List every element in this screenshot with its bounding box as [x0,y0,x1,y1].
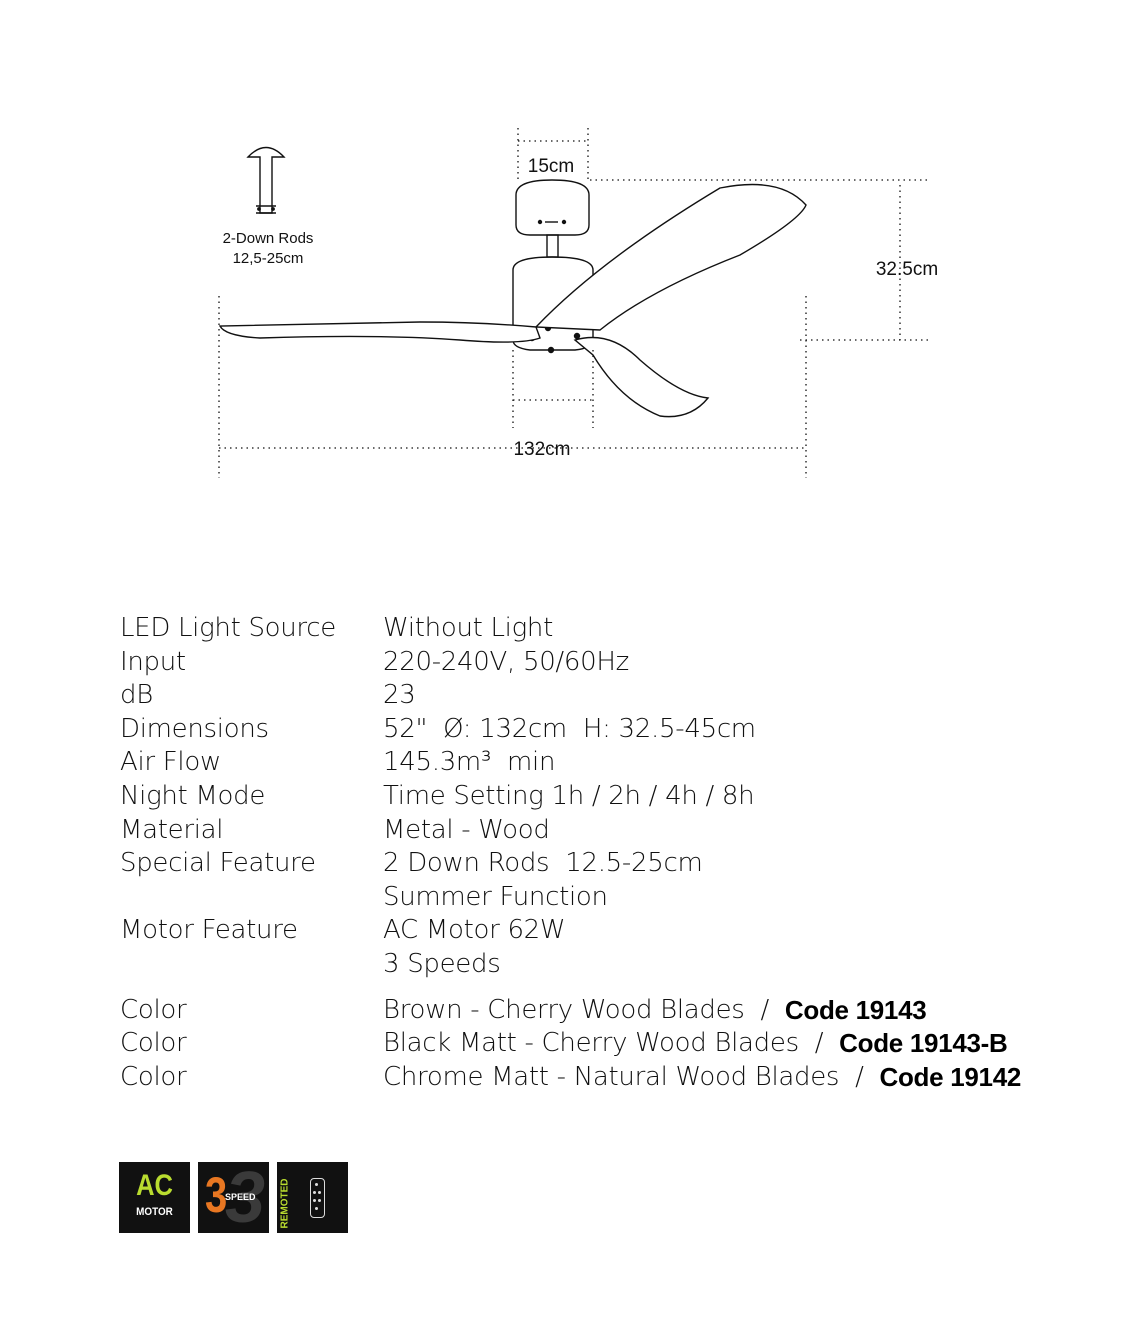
spec-value: 52" Ø: 132cm H: 32.5-45cm [383,713,756,744]
speed-badge-number: 3 [205,1167,228,1223]
spec-label [120,948,383,982]
spec-label: Dimensions [120,713,269,744]
down-rod-icon [246,146,286,214]
ac-motor-icon: AC MOTOR [119,1162,190,1233]
three-speed-icon: 3 3 SPEED [198,1158,269,1238]
spec-row: Dimensions 52" Ø: 132cm H: 32.5-45cm [120,713,1080,747]
spec-value: 2 Down Rods 12.5-25cm [383,848,703,879]
remote-control-icon: REMOTED [277,1162,348,1233]
canopy-width-label: 15cm [528,156,574,177]
spec-value: Summer Function [383,881,608,912]
color-code: Code 19142 [879,1061,1022,1092]
speed-badge-word: SPEED [225,1192,256,1202]
spec-value: 23 [383,680,416,711]
color-row: Color Brown - Cherry Wood Blades / Code 1… [120,994,1080,1028]
speed-badge-shadow: 3 [224,1158,265,1238]
spec-value: 145.3m³ min [383,747,556,778]
spec-value: 220-240V, 50/60Hz [383,646,629,677]
spec-table: LED Light Source Without Light Input 220-2… [120,612,1080,1094]
spec-row: Input 220-240V, 50/60Hz [120,646,1080,680]
rod-title-label: 2-Down Rods [223,230,314,247]
spec-value: Time Setting 1h / 2h / 4h / 8h [383,780,755,811]
spec-label: LED Light Source [120,613,336,643]
feature-badges: AC MOTOR 3 3 SPEED REMOTED [119,1158,348,1238]
color-value: Chrome Matt - Natural Wood Blades / [383,1061,880,1092]
spec-row: Material Metal - Wood [120,814,1080,848]
fan-rod [546,234,559,258]
spec-label: dB [120,680,153,711]
fan-blade-left [218,321,541,343]
fan-dimension-diagram: 2-Down Rods 12,5-25cm 15cm 32.5cm 132cm [218,128,938,478]
rod-length-label: 12,5-25cm [233,250,304,267]
color-label: Color [120,1061,187,1092]
ac-badge-sub: MOTOR [136,1206,173,1218]
spec-value: Without Light [383,613,553,643]
spec-label: Night Mode [120,780,266,811]
spec-row: Air Flow 145.3m³ min [120,746,1080,780]
spec-label: Material [120,814,224,845]
spec-label: Special Feature [120,848,316,879]
color-value: Black Matt - Cherry Wood Blades / [383,1028,840,1059]
spec-value: 3 Speeds [383,948,501,979]
spec-value: AC Motor 62W [383,915,566,946]
color-label: Color [120,1028,187,1059]
remote-badge-word: REMOTED [279,1178,291,1229]
spec-row: Special Feature 2 Down Rods 12.5-25cm [120,847,1080,881]
height-label: 32.5cm [876,259,938,280]
spec-row: Night Mode Time Setting 1h / 2h / 4h / 8h [120,780,1080,814]
fan-blade-upper [534,183,807,331]
spec-value: Metal - Wood [383,814,550,845]
spec-row: dB 23 [120,679,1080,713]
spec-label: Air Flow [120,747,221,778]
diameter-label: 132cm [513,439,570,460]
color-code: Code 19143 [784,994,927,1025]
color-value: Brown - Cherry Wood Blades / [383,994,785,1025]
ac-badge-main: AC [136,1169,173,1202]
spec-row: 3 Speeds [120,948,1080,982]
color-row: Color Black Matt - Cherry Wood Blades / C… [120,1027,1080,1061]
spec-row: Motor Feature AC Motor 62W [120,914,1080,948]
remote-body-icon [310,1178,325,1218]
color-label: Color [120,994,187,1025]
color-row: Color Chrome Matt - Natural Wood Blades /… [120,1061,1080,1095]
color-code: Code 19143-B [839,1028,1008,1059]
spec-label: Motor Feature [120,915,298,946]
fan-blade-lower [573,336,710,418]
spec-row: LED Light Source Without Light [120,612,1080,646]
spec-row: Summer Function [120,881,1080,915]
spec-label [120,881,383,915]
fan-canopy [515,179,590,236]
spec-label: Input [120,646,186,677]
